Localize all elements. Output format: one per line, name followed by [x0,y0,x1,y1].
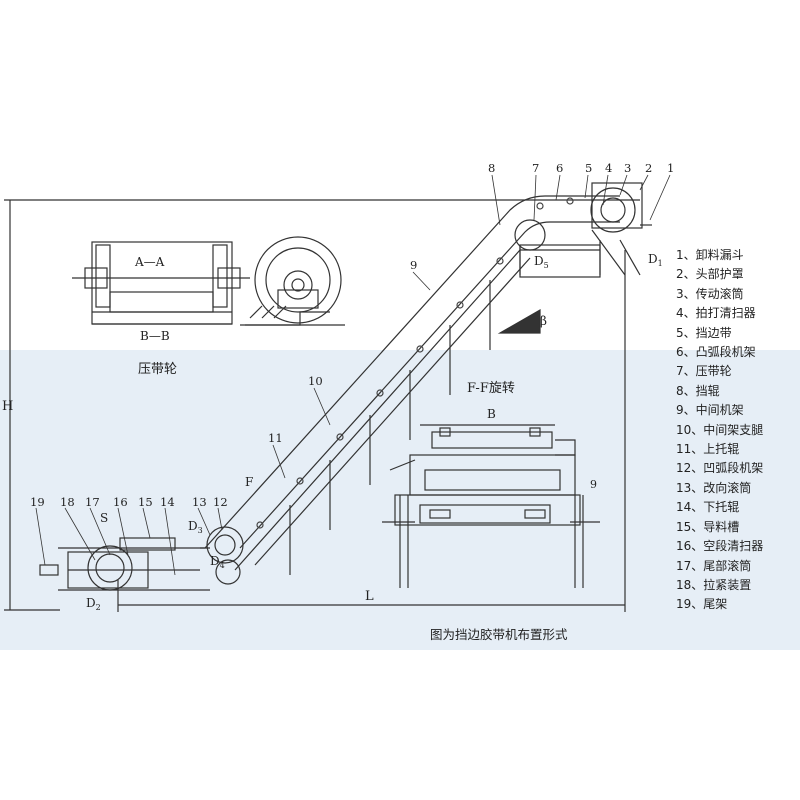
beta-angle-mark [497,308,541,334]
legend-item: 19、尾架 [676,597,728,612]
legend-item: 15、导料槽 [676,519,740,534]
legend-item: 10、中间架支腿 [676,422,764,437]
belt-upper [200,195,620,549]
legend-item: 7、压带轮 [676,364,732,379]
tail-pulley [87,545,133,591]
callout-12: 12 [213,495,228,509]
legend-item: 6、凸弧段机架 [676,345,756,360]
callout-11: 11 [268,431,283,445]
guide-chute [119,537,176,551]
legend-item: 8、挡辊 [676,383,720,398]
head-cover [591,182,643,229]
ff-dim-b: B [487,407,496,421]
d5-label: D5 [534,254,549,270]
legend-item: 13、改向滚筒 [676,480,752,495]
legend-item: 4、拍打清扫器 [676,306,756,321]
ff-view-title: F-F旋转 [467,381,515,396]
callout-16: 16 [113,495,128,509]
h-dimension-label: H [2,399,13,414]
callout-6: 6 [556,161,563,175]
callout-18: 18 [60,495,75,509]
callout-10: 10 [308,374,323,388]
pressing-wheel-title: 压带轮 [138,362,177,377]
legend-item: 11、上托辊 [676,442,740,457]
legend-item: 16、空段清扫器 [676,539,764,554]
section-f-label: F [245,475,253,489]
callout-4: 4 [605,161,612,175]
conveyor-body [39,182,652,591]
callout-numbers: 1 2 3 4 5 6 7 8 9 10 11 12 13 14 15 16 1… [30,161,674,509]
section-bb-label: B—B [140,329,170,343]
legend-item: 3、传动滚筒 [676,286,744,301]
legend-item: 18、拉紧装置 [676,577,752,592]
section-aa-label: A—A [134,255,165,269]
pressing-wheel [514,219,546,251]
pressing-wheel-front-view [240,236,345,326]
legend-item: 9、中间机架 [676,403,744,418]
legend-item: 1、卸料漏斗 [676,248,744,262]
legend-item: 12、凹弧段机架 [676,461,764,476]
callout-14: 14 [160,495,175,509]
callout-9: 9 [410,258,417,272]
legend-item: 5、挡边带 [676,325,732,340]
callout-5: 5 [585,161,592,175]
callout-2: 2 [645,161,652,175]
legend-list: 1、卸料漏斗 2、头部护罩 3、传动滚筒 4、拍打清扫器 5、挡边带 6、凸弧段… [676,246,800,615]
figure-caption: 图为挡边胶带机布置形式 [430,627,568,642]
beta-label: β [540,314,547,328]
callout-8: 8 [488,161,495,175]
s-dimension-label: S [100,511,108,525]
idler-rollers [256,197,574,529]
pressing-wheel-side-view [72,241,250,325]
callout-15: 15 [138,495,153,509]
d1-label: D1 [648,252,663,268]
legend-item: 14、下托辊 [676,500,740,515]
leader-lines [35,174,671,576]
callout-7: 7 [532,161,539,175]
drive-pulley [590,187,636,233]
ff-rotated-view [382,424,600,588]
d2-label: D2 [86,596,101,612]
callout-3: 3 [624,161,631,175]
callout-13: 13 [192,495,207,509]
callout-17: 17 [85,495,100,509]
legend-item: 17、尾部滚筒 [676,558,752,573]
l-dimension-label: L [365,589,374,604]
ff-callout-9: 9 [590,478,597,491]
d3-label: D3 [188,519,203,535]
legend-item: 2、头部护罩 [676,267,744,282]
callout-19: 19 [30,495,45,509]
callout-1: 1 [667,161,674,175]
d4-label: D4 [210,554,225,570]
